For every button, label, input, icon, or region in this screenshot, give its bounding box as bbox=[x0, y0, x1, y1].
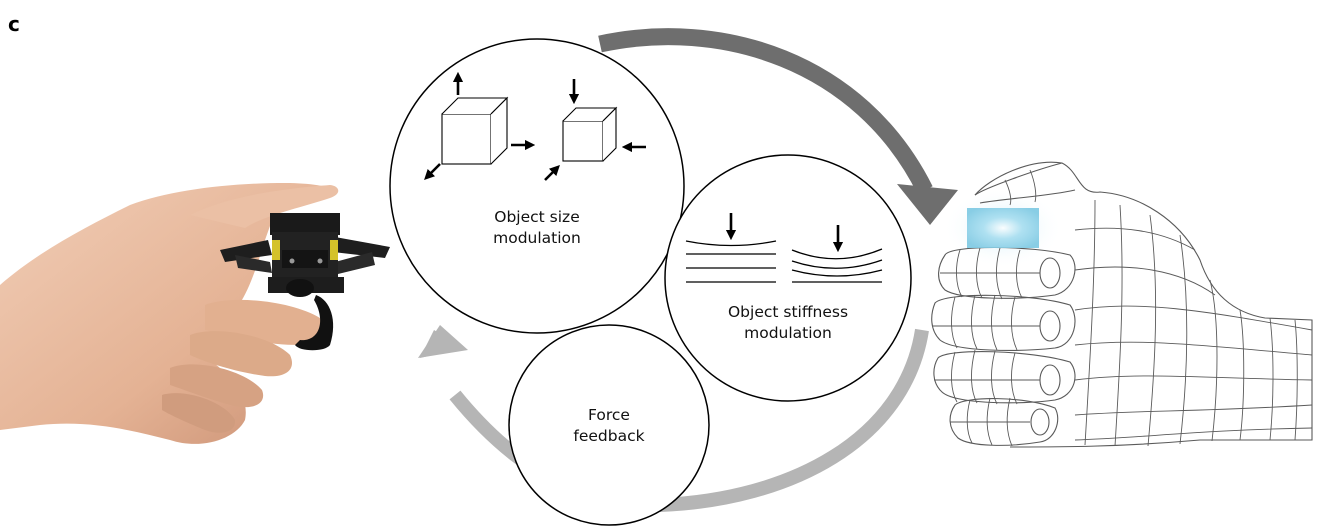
haptic-device bbox=[220, 213, 390, 351]
expand-arrows-icon bbox=[424, 71, 536, 180]
force-label-line1: Force bbox=[588, 406, 630, 424]
force-feedback-label: Force feedback bbox=[539, 405, 679, 447]
soft-layers-icon bbox=[791, 248, 883, 283]
size-label-line1: Object size bbox=[494, 208, 580, 226]
hand-device-photo bbox=[0, 183, 390, 444]
stiff-layers-icon bbox=[685, 240, 777, 283]
force-label-line2: feedback bbox=[573, 427, 645, 445]
stiffness-label-line1: Object stiffness bbox=[727, 303, 849, 321]
size-modulation-circle bbox=[389, 38, 685, 334]
compress-arrows-icon bbox=[544, 79, 646, 181]
stiffness-label-line2: modulation bbox=[744, 324, 832, 342]
virtual-object bbox=[967, 208, 1039, 248]
panel-label: c bbox=[8, 12, 20, 36]
force-feedback-circle bbox=[508, 324, 710, 526]
stiffness-modulation-label: Object stiffness modulation bbox=[693, 302, 883, 344]
wireframe-mesh bbox=[932, 169, 1313, 447]
wireframe-hand-illustration bbox=[931, 161, 1313, 448]
cycle-arrow-top bbox=[598, 28, 958, 225]
small-cube-icon bbox=[562, 106, 618, 162]
size-label-line2: modulation bbox=[493, 229, 581, 247]
large-cube-icon bbox=[441, 96, 509, 165]
size-modulation-label: Object size modulation bbox=[457, 207, 617, 249]
stiffness-modulation-circle bbox=[664, 154, 912, 402]
